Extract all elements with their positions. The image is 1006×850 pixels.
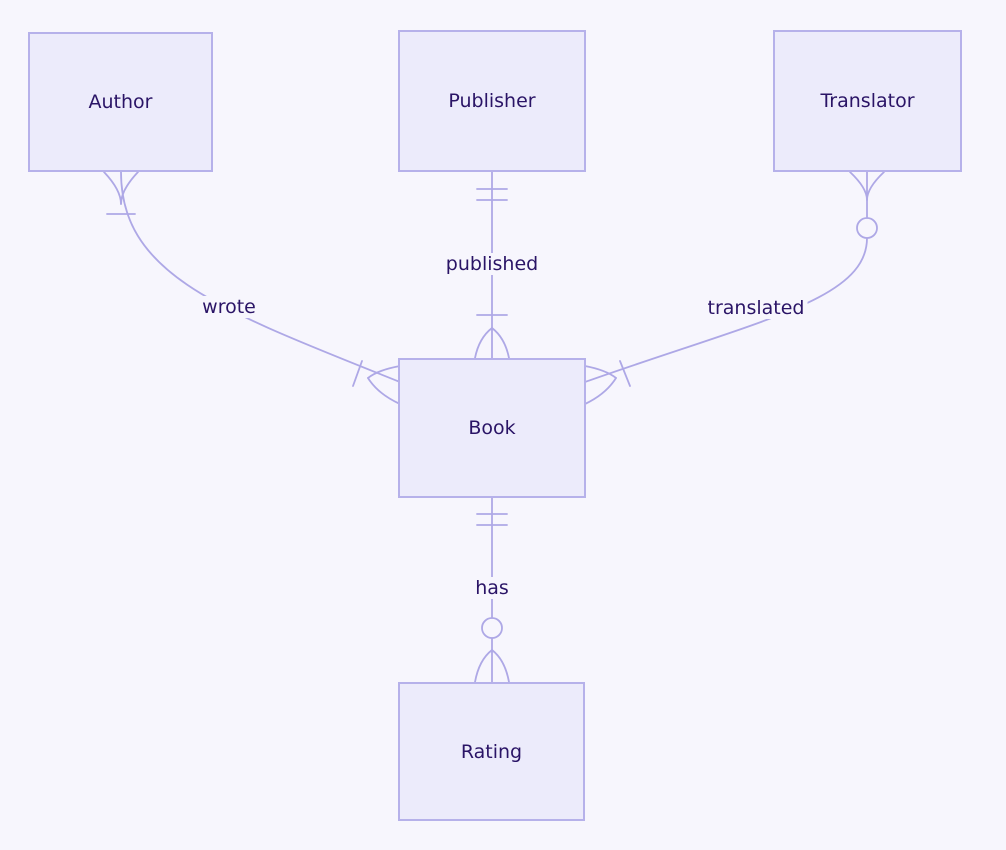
publisher-one-only-marker	[476, 188, 508, 201]
relationship-label-published: published	[442, 253, 542, 275]
entity-rating-label: Rating	[460, 740, 523, 763]
edge-published	[474, 171, 510, 359]
edge-translated	[584, 171, 885, 405]
entity-book-label: Book	[468, 417, 516, 439]
translator-crowfoot-marker	[849, 171, 885, 239]
book-crowfoot-marker-right	[584, 360, 631, 405]
entity-book: Book	[398, 358, 586, 498]
book-crowfoot-marker-top	[474, 314, 510, 359]
relationship-label-wrote: wrote	[199, 296, 259, 318]
entity-rating: Rating	[398, 682, 585, 821]
book-crowfoot-marker-left	[352, 360, 401, 405]
relationship-label-translated: translated	[704, 297, 808, 319]
edge-has	[474, 497, 510, 683]
entity-author: Author	[28, 32, 213, 172]
rating-zero-many-marker	[474, 617, 510, 683]
entity-translator-label: Translator	[820, 90, 915, 112]
entity-publisher: Publisher	[398, 30, 586, 172]
edge-wrote-line	[120, 171, 401, 383]
entity-translator: Translator	[773, 30, 962, 172]
book-one-only-marker-bottom	[476, 513, 508, 526]
author-crowfoot-marker	[103, 171, 139, 215]
entity-publisher-label: Publisher	[448, 90, 536, 112]
relationship-label-has: has	[472, 577, 512, 599]
entity-author-label: Author	[88, 91, 153, 113]
edge-wrote	[103, 171, 401, 405]
